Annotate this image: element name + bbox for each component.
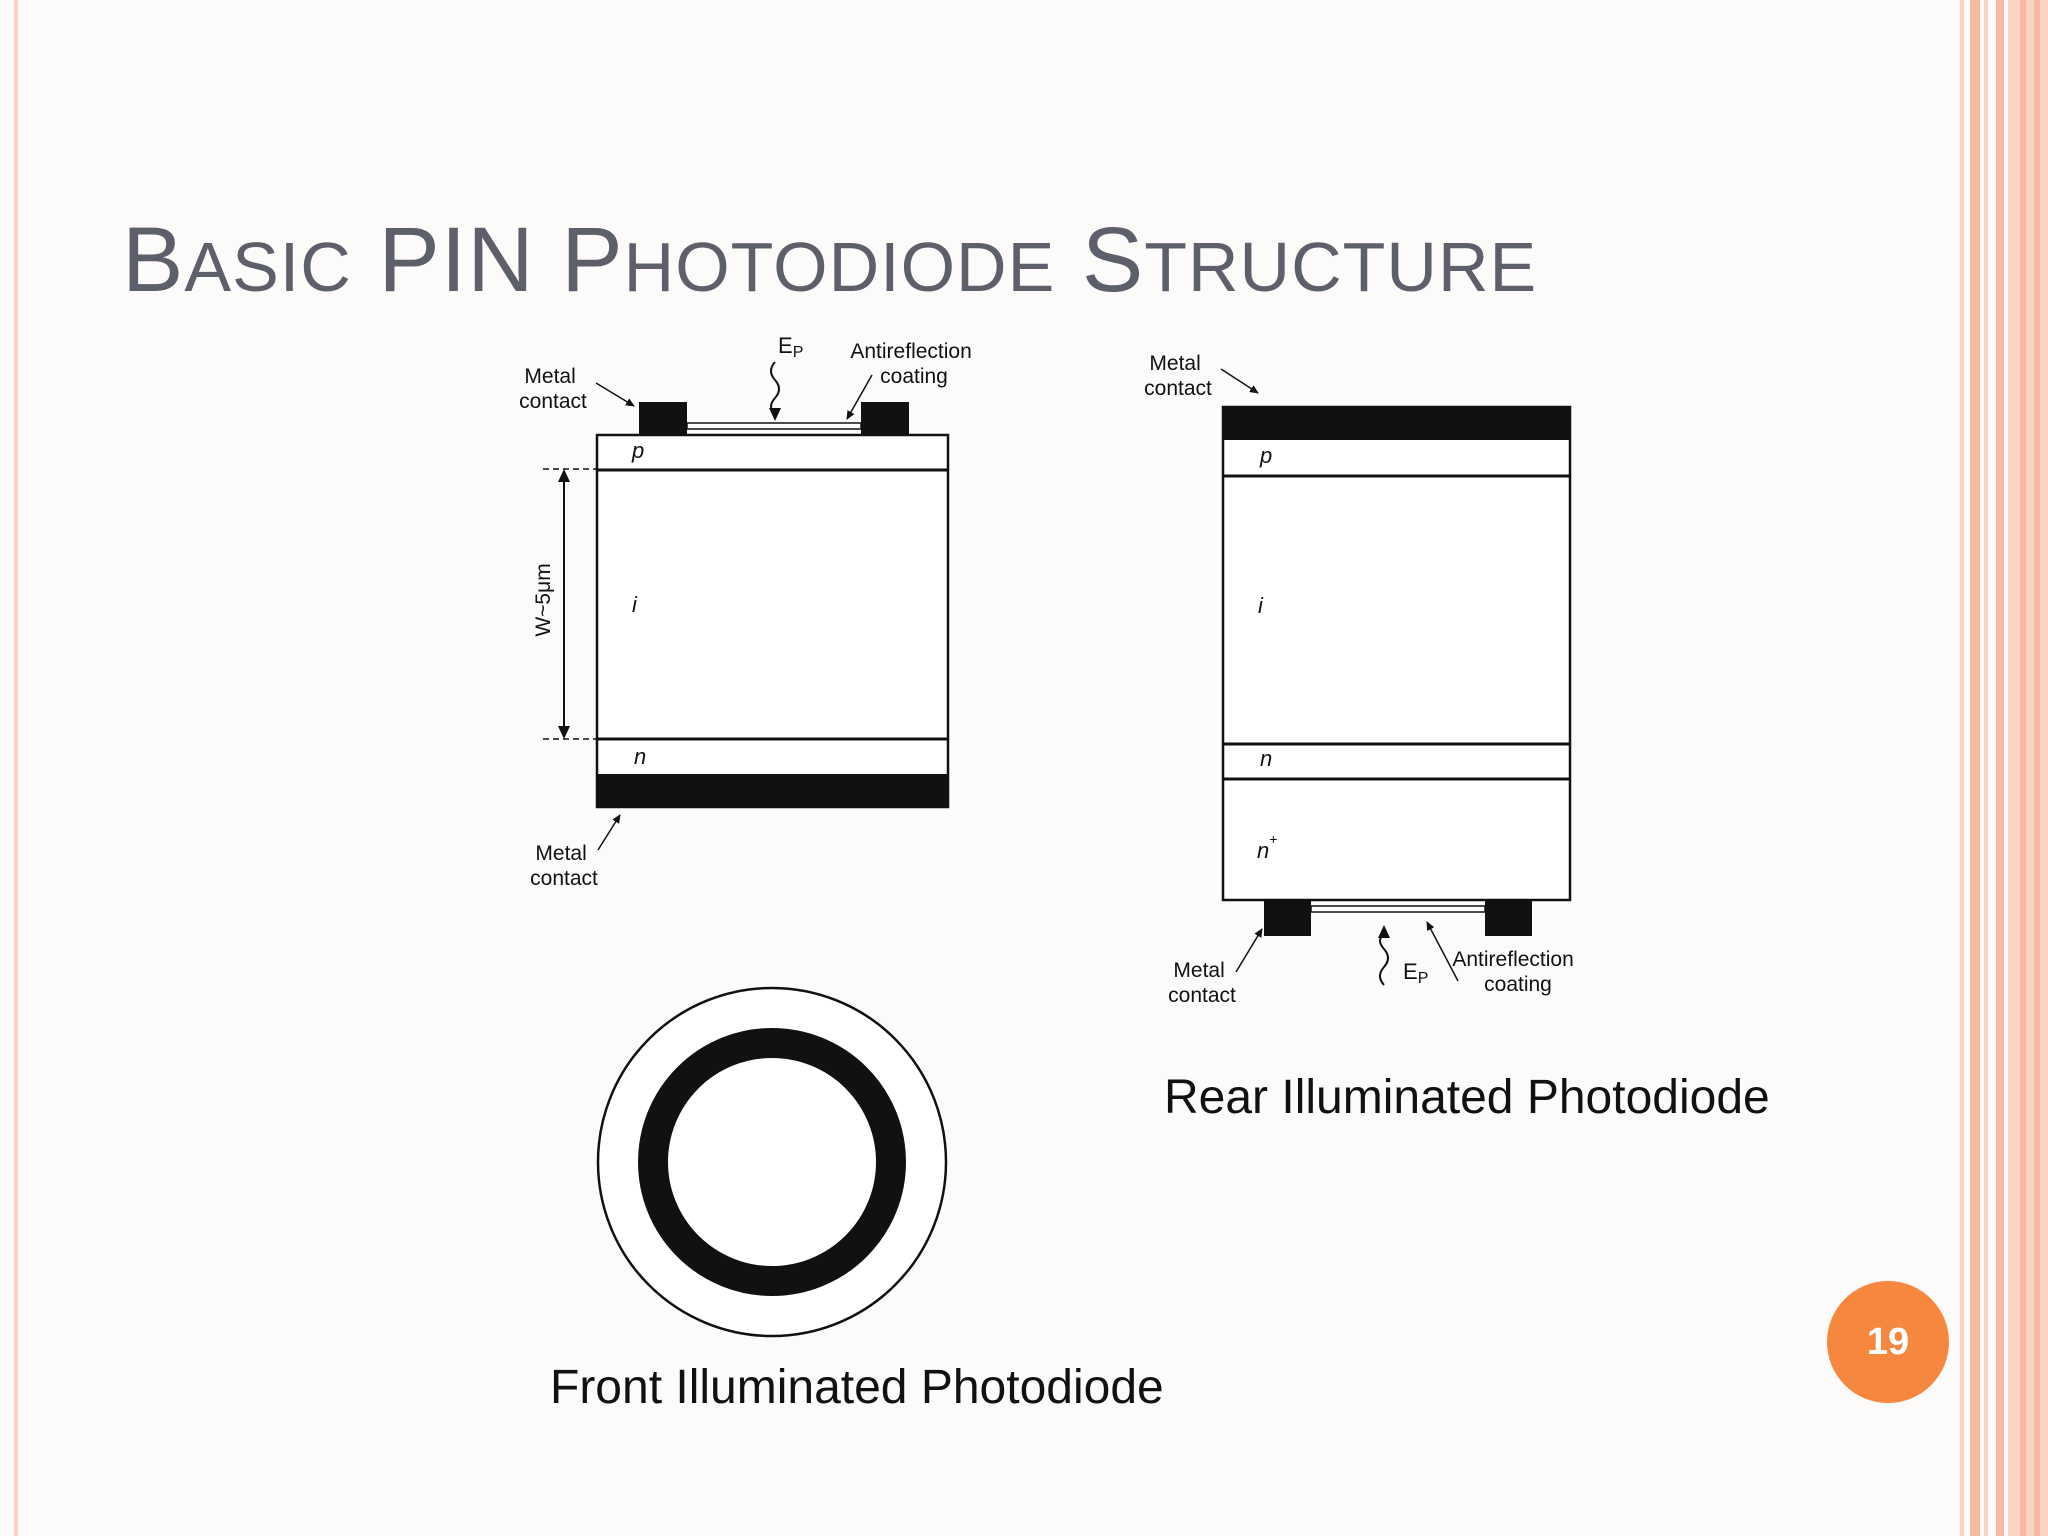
rear-antireflection-label: Antireflection coating: [1452, 948, 1579, 996]
rear-antireflection-pointer: [1426, 921, 1459, 982]
rear-layer-n-label: n: [1260, 746, 1272, 771]
rear-diagram-caption: Rear Illuminated Photodiode: [1164, 1071, 1770, 1124]
front-antireflection-pointer: [846, 374, 873, 420]
border-stripe-left: [14, 0, 18, 1536]
front-top-metal-contact-left: [639, 402, 687, 435]
rear-bottom-contact-pointer: [1235, 928, 1263, 973]
page-title: BASIC PIN PHOTODIODE STRUCTURE: [122, 205, 1537, 322]
rear-illuminated-diagram: p i n n+ Metal contact Metal contact EP …: [1144, 352, 1579, 1007]
border-stripe: [2020, 0, 2026, 1536]
rear-device-body: [1221, 405, 1572, 902]
front-diagram-caption: Front Illuminated Photodiode: [550, 1361, 1164, 1414]
title-word: PHOTODIODE: [561, 209, 1056, 311]
front-antireflection-label: Antireflection coating: [850, 340, 977, 388]
rear-photon-squiggle: [1379, 933, 1389, 986]
front-illuminated-diagram: p i n W~5μm EP Antireflection coating Me…: [519, 333, 977, 1338]
front-top-metal-contact-right: [861, 402, 909, 435]
title-word: STRUCTURE: [1081, 209, 1538, 311]
rear-ep-label: EP: [1403, 959, 1428, 987]
rear-bottom-metal-contact-right: [1485, 900, 1532, 936]
slide-number-badge: 19: [1827, 1281, 1949, 1403]
rear-layer-nplus-label: n+: [1257, 831, 1277, 863]
front-photon-arrowhead: [769, 408, 781, 421]
front-bottom-metal-contact: [597, 774, 948, 807]
front-layer-i-label: i: [632, 592, 638, 617]
rear-top-contact-label: Metal contact: [1144, 352, 1212, 400]
border-stripe: [1970, 0, 1980, 1536]
front-top-contact-label: Metal contact: [519, 365, 587, 413]
rear-antireflection-coating: [1310, 905, 1486, 913]
front-layer-n-label: n: [634, 744, 646, 769]
rear-photon-arrowhead: [1378, 925, 1390, 938]
front-ep-label: EP: [778, 333, 803, 361]
front-device-body: [595, 433, 950, 809]
border-stripe: [2008, 0, 2048, 1536]
front-width-label: W~5μm: [532, 563, 555, 636]
title-word: BASIC: [122, 209, 352, 311]
rear-top-contact-pointer: [1220, 368, 1259, 394]
border-stripe: [1984, 0, 1988, 1536]
front-top-view-metal-ring: [638, 1028, 906, 1296]
front-width-arrowhead-bottom: [558, 726, 570, 739]
front-photon-squiggle: [770, 361, 780, 415]
rear-top-metal-contact: [1223, 407, 1570, 440]
front-width-arrowhead-top: [558, 469, 570, 482]
border-stripe: [2034, 0, 2040, 1536]
front-antireflection-coating: [686, 422, 862, 430]
border-stripe: [1960, 0, 1964, 1536]
front-layer-p-label: p: [631, 438, 644, 463]
border-stripe: [1996, 0, 2004, 1536]
front-bottom-contact-pointer: [597, 814, 621, 851]
front-bottom-contact-label: Metal contact: [530, 842, 598, 890]
rear-bottom-metal-contact-left: [1264, 900, 1311, 936]
title-word: PIN: [378, 209, 535, 311]
rear-layer-p-label: p: [1259, 443, 1272, 468]
front-top-contact-pointer: [595, 382, 635, 407]
rear-bottom-contact-label: Metal contact: [1168, 959, 1236, 1007]
rear-layer-i-label: i: [1258, 593, 1264, 618]
